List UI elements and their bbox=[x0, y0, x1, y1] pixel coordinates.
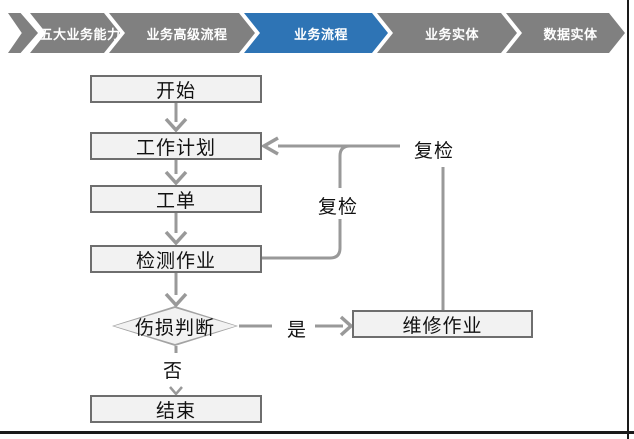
flow-node-work-plan: 工作计划 bbox=[90, 132, 262, 160]
nav-item-business-capabilities[interactable]: 五大业务能力 bbox=[30, 13, 120, 53]
chevron-wedge-icon bbox=[8, 13, 38, 53]
arrowhead-left-icon bbox=[260, 136, 279, 156]
nav-item-advanced-process[interactable]: 业务高级流程 bbox=[109, 13, 255, 53]
flow-node-repair: 维修作业 bbox=[352, 310, 533, 338]
page-bottom-border bbox=[0, 431, 634, 434]
arrowhead-down-icon bbox=[164, 292, 188, 308]
connector-recheck-loop-lower bbox=[262, 218, 342, 260]
nav-item-data-entity[interactable]: 数据实体 bbox=[506, 13, 625, 53]
page-right-border bbox=[627, 0, 629, 439]
flow-node-inspection: 检测作业 bbox=[90, 245, 262, 273]
flow-node-damage-decision-label: 伤损判断 bbox=[134, 317, 215, 339]
edge-label-recheck-inner: 复检 bbox=[316, 192, 361, 219]
connector-recheck-loop-upper bbox=[338, 144, 351, 188]
edge-label-no: 否 bbox=[161, 356, 186, 383]
arrowhead-down-small-icon bbox=[169, 386, 183, 396]
flow-node-start: 开始 bbox=[90, 75, 262, 103]
arrowhead-right-icon bbox=[339, 315, 354, 337]
nav-item-business-process[interactable]: 业务流程 bbox=[244, 13, 388, 53]
arrowhead-down-icon bbox=[164, 230, 188, 246]
edge-label-yes: 是 bbox=[285, 315, 310, 342]
flow-node-work-order: 工单 bbox=[90, 185, 262, 213]
nav-item-business-entity[interactable]: 业务实体 bbox=[377, 13, 517, 53]
arrowhead-down-icon bbox=[164, 170, 188, 186]
edge-label-recheck-outer: 复检 bbox=[412, 136, 457, 163]
flow-node-end: 结束 bbox=[90, 395, 262, 423]
arrowhead-down-icon bbox=[164, 117, 188, 133]
